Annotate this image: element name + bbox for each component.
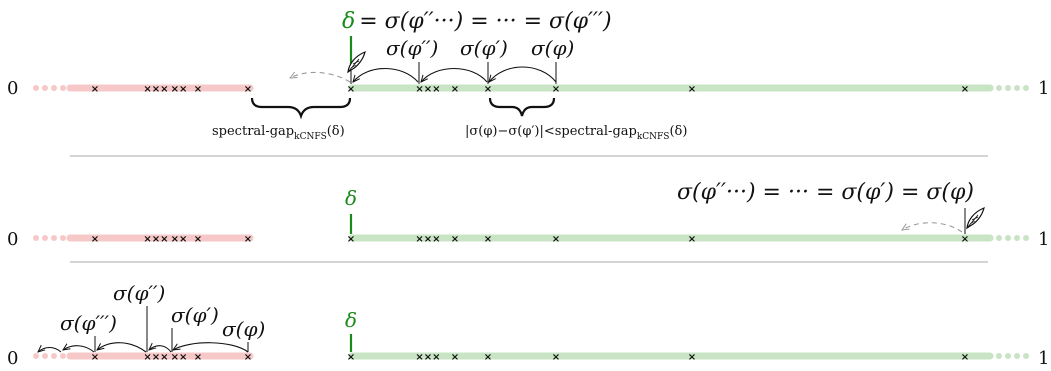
quill-icon bbox=[966, 207, 985, 230]
svg-text:×: × bbox=[688, 352, 696, 363]
step-arrow-3 bbox=[97, 342, 147, 353]
svg-text:×: × bbox=[91, 84, 99, 95]
svg-text:×: × bbox=[244, 84, 252, 95]
axis-zero-label: 0 bbox=[7, 78, 18, 99]
step-inequality-label: |σ(φ)−σ(φ′)|<spectral-gapkCNFS(δ) bbox=[465, 124, 687, 142]
phi3-label: σ(φ′′′) bbox=[60, 311, 117, 335]
svg-text:×: × bbox=[688, 84, 696, 95]
svg-text:×××: ××× bbox=[415, 84, 440, 95]
svg-text:×: × bbox=[484, 84, 492, 95]
phi1-label: σ(φ′) bbox=[460, 36, 508, 60]
delta-label: δ bbox=[345, 308, 357, 332]
step-arrow-2 bbox=[421, 67, 488, 83]
green-trailing-dots bbox=[996, 353, 1029, 359]
svg-text:×: × bbox=[484, 234, 492, 245]
svg-text:×: × bbox=[961, 234, 969, 245]
svg-text:×: × bbox=[961, 352, 969, 363]
svg-text:×: × bbox=[688, 234, 696, 245]
svg-text:××: ×× bbox=[171, 234, 188, 245]
svg-text:×: × bbox=[451, 234, 459, 245]
svg-text:×: × bbox=[451, 84, 459, 95]
svg-text:×××: ××× bbox=[143, 234, 168, 245]
svg-text:××: ×× bbox=[171, 84, 188, 95]
eigenvalue-marks: × ××× ×× × × × ××× × × × × × bbox=[91, 234, 969, 245]
panel-1: 0 1 × ××× ×× × × × ××× × × × × × δ= σ(φ′… bbox=[7, 9, 1049, 142]
svg-text:×: × bbox=[961, 84, 969, 95]
svg-text:×: × bbox=[484, 352, 492, 363]
svg-text:×××: ××× bbox=[143, 84, 168, 95]
svg-text:×: × bbox=[91, 352, 99, 363]
phi0-label: σ(φ) bbox=[531, 36, 574, 60]
red-leading-dots bbox=[33, 235, 66, 241]
svg-text:×: × bbox=[451, 352, 459, 363]
axis-zero-label: 0 bbox=[7, 229, 18, 250]
eigenvalue-marks: × ××× ×× × × × ××× × × × × × bbox=[91, 84, 969, 95]
dashed-escape-arrow bbox=[290, 72, 351, 83]
axis-one-label: 1 bbox=[1038, 348, 1049, 369]
svg-text:×: × bbox=[552, 84, 560, 95]
spectral-gap-label: spectral-gapkCNFS(δ) bbox=[212, 124, 345, 142]
panel-3: 0 1 × ××× ×× × × × ××× × × × × × δ σ(φ′′… bbox=[7, 281, 1049, 369]
svg-text:××: ×× bbox=[171, 352, 188, 363]
converged-equation: σ(φ′′···) = ··· = σ(φ′) = σ(φ) bbox=[677, 180, 974, 205]
panel-2: 0 1 × ××× ×× × × × ××× × × × × × δ σ(φ′′… bbox=[7, 180, 1049, 250]
green-trailing-dots bbox=[996, 235, 1029, 241]
step-arrow-1 bbox=[489, 66, 557, 82]
svg-text:×××: ××× bbox=[143, 352, 168, 363]
step-arrow-5 bbox=[38, 348, 62, 353]
red-leading-dots bbox=[33, 85, 66, 91]
red-leading-dots bbox=[33, 353, 66, 359]
svg-text:×: × bbox=[552, 352, 560, 363]
step-arrow-3 bbox=[353, 67, 419, 83]
step-arrow-2 bbox=[149, 346, 172, 353]
svg-text:×: × bbox=[244, 234, 252, 245]
svg-text:×: × bbox=[194, 234, 202, 245]
svg-text:×: × bbox=[347, 234, 355, 245]
svg-text:×: × bbox=[347, 84, 355, 95]
step-arrow-1 bbox=[173, 342, 249, 353]
svg-text:×: × bbox=[194, 352, 202, 363]
top-equation: δ= σ(φ′′···) = ··· = σ(φ′′′) bbox=[342, 9, 612, 34]
svg-text:×××: ××× bbox=[415, 234, 440, 245]
axis-one-label: 1 bbox=[1038, 78, 1049, 99]
phi0-label: σ(φ) bbox=[222, 317, 265, 341]
phi1-label: σ(φ′) bbox=[171, 303, 219, 327]
axis-one-label: 1 bbox=[1038, 229, 1049, 250]
svg-text:×: × bbox=[91, 234, 99, 245]
eigenvalue-marks: × ××× ×× × × × ××× × × × × × bbox=[91, 352, 969, 363]
delta-label: δ bbox=[345, 186, 357, 210]
spectral-gap-brace bbox=[250, 97, 352, 120]
svg-text:×: × bbox=[347, 352, 355, 363]
svg-text:×: × bbox=[244, 352, 252, 363]
axis-zero-label: 0 bbox=[7, 348, 18, 369]
quill-icon bbox=[347, 51, 366, 74]
svg-text:×: × bbox=[552, 234, 560, 245]
step-brace bbox=[488, 97, 556, 117]
svg-text:×××: ××× bbox=[415, 352, 440, 363]
svg-text:×: × bbox=[194, 84, 202, 95]
green-trailing-dots bbox=[996, 85, 1029, 91]
phi2-label: σ(φ′′) bbox=[113, 281, 165, 305]
phi2-label: σ(φ′′) bbox=[386, 36, 438, 60]
step-arrow-4 bbox=[63, 346, 95, 353]
dashed-escape-arrow bbox=[902, 222, 963, 233]
